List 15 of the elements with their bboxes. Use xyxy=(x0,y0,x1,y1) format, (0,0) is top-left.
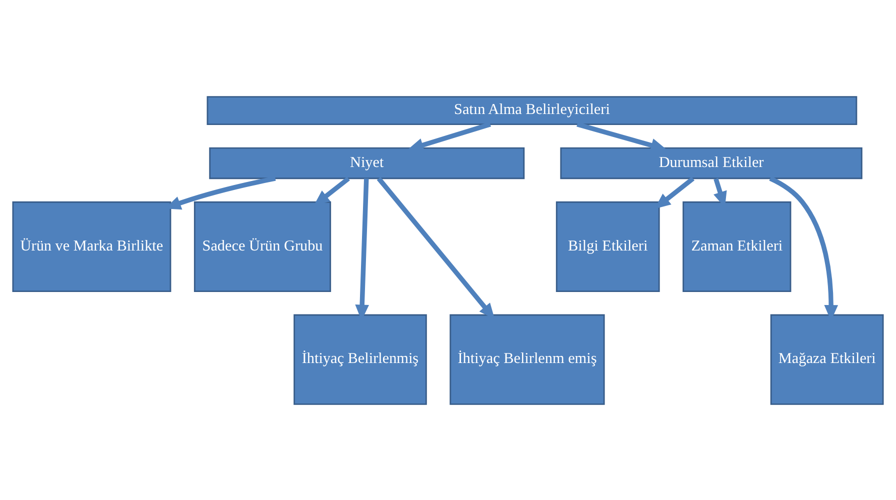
arrow xyxy=(408,122,491,152)
node-box: Niyet xyxy=(209,146,525,179)
node-box: Ürün ve Marka Birlikte xyxy=(12,200,172,292)
arrow xyxy=(376,176,495,319)
node-box: Durumsal Etkiler xyxy=(560,146,862,179)
node-box: İhtiyaç Belirlenm emiş xyxy=(450,314,605,404)
arrow xyxy=(576,122,667,152)
node-box: İhtiyaç Belirlenmiş xyxy=(294,314,427,404)
node-box: Satın Alma Belirleyicileri xyxy=(206,96,858,125)
node-box: Mağaza Etkileri xyxy=(770,314,884,404)
node-box: Bilgi Etkileri xyxy=(556,200,660,292)
node-box: Zaman Etkileri xyxy=(682,200,792,292)
arrow xyxy=(314,176,350,206)
arrow xyxy=(654,176,694,208)
node-box: Sadece Ürün Grubu xyxy=(194,200,332,292)
